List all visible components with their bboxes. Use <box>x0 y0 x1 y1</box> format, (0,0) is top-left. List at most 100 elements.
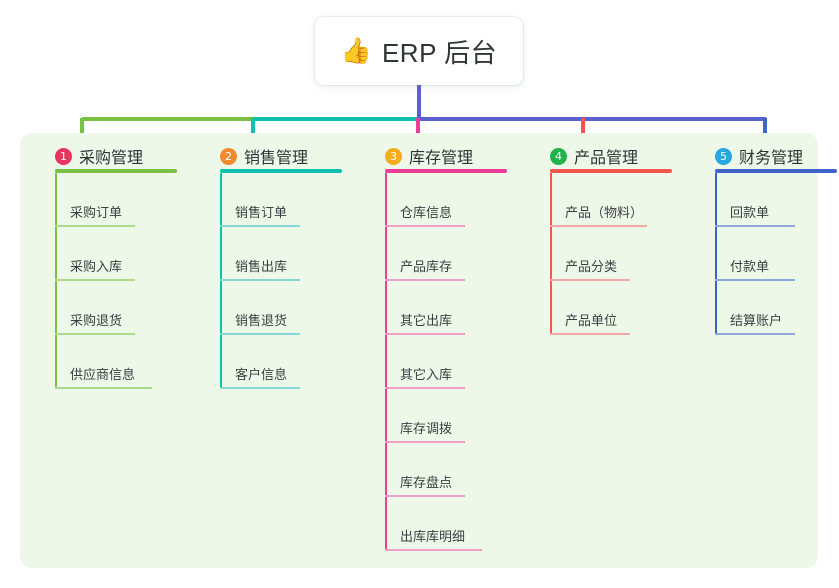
leaf-label: 回款单 <box>730 205 770 221</box>
branch-column-1: 1 采购管理 采购订单 采购入库 采购退货 供应商信 <box>38 133 203 568</box>
leaf-label: 产品（物料） <box>565 205 644 221</box>
branch-badge-3: 3 <box>385 147 402 165</box>
leaf-label: 产品单位 <box>565 313 618 329</box>
leaf-label: 其它入库 <box>400 367 453 383</box>
branch-spine-3 <box>385 173 387 551</box>
leaf-label: 采购订单 <box>70 205 123 221</box>
leaf-label: 产品分类 <box>565 259 618 275</box>
list-item[interactable]: 采购入库 <box>55 227 203 281</box>
leaf-rule <box>385 495 465 497</box>
list-item[interactable]: 客户信息 <box>220 335 368 389</box>
leaf-label: 付款单 <box>730 259 770 275</box>
leaf-rule <box>715 333 795 335</box>
list-item[interactable]: 产品库存 <box>385 227 533 281</box>
branch-title-4: 产品管理 <box>574 150 639 167</box>
leaf-rule <box>220 333 300 335</box>
branch-badge-2: 2 <box>220 147 237 165</box>
branch-badge-1: 1 <box>55 147 72 165</box>
branch-header-3[interactable]: 3 库存管理 <box>368 133 533 169</box>
list-item[interactable]: 销售出库 <box>220 227 368 281</box>
branch-header-2[interactable]: 2 销售管理 <box>203 133 368 169</box>
leaf-rule <box>385 279 465 281</box>
leaf-label: 采购退货 <box>70 313 123 329</box>
branch-spine-4 <box>550 173 552 335</box>
leaf-rule <box>715 279 795 281</box>
branch-column-3: 3 库存管理 仓库信息 产品库存 其它出库 其它入库 <box>368 133 533 568</box>
root-node[interactable]: 👍 ERP 后台 <box>315 17 523 85</box>
leaf-label: 库存调拨 <box>400 421 453 437</box>
list-item[interactable]: 采购退货 <box>55 281 203 335</box>
branch-rule-1 <box>55 169 177 173</box>
list-item[interactable]: 销售订单 <box>220 173 368 227</box>
leaf-rule <box>220 279 300 281</box>
leaf-rule <box>55 333 135 335</box>
list-item[interactable]: 产品分类 <box>550 227 698 281</box>
leaf-label: 客户信息 <box>235 367 288 383</box>
branch-header-4[interactable]: 4 产品管理 <box>533 133 698 169</box>
branch-column-2: 2 销售管理 销售订单 销售出库 销售退货 客户信息 <box>203 133 368 568</box>
branch-column-5: 5 财务管理 回款单 付款单 结算账户 <box>698 133 839 568</box>
leaf-label: 销售退货 <box>235 313 288 329</box>
list-item[interactable]: 库存调拨 <box>385 389 533 443</box>
branch-items-5: 回款单 付款单 结算账户 <box>715 173 839 335</box>
root-node-title: ERP 后台 <box>381 37 498 68</box>
list-item[interactable]: 付款单 <box>715 227 839 281</box>
leaf-rule <box>550 333 630 335</box>
branch-rule-5 <box>715 169 837 173</box>
leaf-rule <box>385 441 465 443</box>
leaf-label: 销售出库 <box>235 259 288 275</box>
leaf-label: 供应商信息 <box>70 367 136 383</box>
leaf-rule <box>550 279 630 281</box>
branch-columns: 1 采购管理 采购订单 采购入库 采购退货 供应商信 <box>20 133 837 568</box>
branch-header-5[interactable]: 5 财务管理 <box>698 133 839 169</box>
branch-spine-1 <box>55 173 57 389</box>
list-item[interactable]: 出库库明细 <box>385 497 533 551</box>
branch-rule-2 <box>220 169 342 173</box>
branch-items-4: 产品（物料） 产品分类 产品单位 <box>550 173 698 335</box>
branch-badge-4: 4 <box>550 147 567 165</box>
leaf-rule <box>220 387 300 389</box>
leaf-rule <box>385 549 482 551</box>
branch-column-4: 4 产品管理 产品（物料） 产品分类 产品单位 <box>533 133 698 568</box>
leaf-rule <box>715 225 795 227</box>
branch-items-3: 仓库信息 产品库存 其它出库 其它入库 库存调拨 <box>385 173 533 551</box>
leaf-rule <box>55 387 152 389</box>
list-item[interactable]: 其它出库 <box>385 281 533 335</box>
leaf-label: 其它出库 <box>400 313 453 329</box>
leaf-label: 销售订单 <box>235 205 288 221</box>
list-item[interactable]: 结算账户 <box>715 281 839 335</box>
branch-title-1: 采购管理 <box>79 150 144 167</box>
list-item[interactable]: 产品单位 <box>550 281 698 335</box>
list-item[interactable]: 库存盘点 <box>385 443 533 497</box>
leaf-label: 产品库存 <box>400 259 453 275</box>
leaf-label: 库存盘点 <box>400 475 453 491</box>
leaf-label: 采购入库 <box>70 259 123 275</box>
leaf-label: 结算账户 <box>730 313 783 329</box>
leaf-label: 仓库信息 <box>400 205 453 221</box>
branch-spine-2 <box>220 173 222 389</box>
branch-rule-3 <box>385 169 507 173</box>
branch-title-3: 库存管理 <box>409 150 474 167</box>
leaf-rule <box>55 225 135 227</box>
branch-title-5: 财务管理 <box>739 150 804 167</box>
branch-items-1: 采购订单 采购入库 采购退货 供应商信息 <box>55 173 203 389</box>
branch-spine-5 <box>715 173 717 335</box>
list-item[interactable]: 回款单 <box>715 173 839 227</box>
list-item[interactable]: 仓库信息 <box>385 173 533 227</box>
thumbs-up-icon: 👍 <box>340 36 372 65</box>
leaf-rule <box>220 225 300 227</box>
list-item[interactable]: 产品（物料） <box>550 173 698 227</box>
branch-items-2: 销售订单 销售出库 销售退货 客户信息 <box>220 173 368 389</box>
branch-title-2: 销售管理 <box>244 150 309 167</box>
list-item[interactable]: 销售退货 <box>220 281 368 335</box>
branch-header-1[interactable]: 1 采购管理 <box>38 133 203 169</box>
list-item[interactable]: 采购订单 <box>55 173 203 227</box>
list-item[interactable]: 供应商信息 <box>55 335 203 389</box>
leaf-rule <box>385 333 465 335</box>
leaf-rule <box>550 225 647 227</box>
leaf-rule <box>55 279 135 281</box>
branch-badge-5: 5 <box>715 147 732 165</box>
leaf-rule <box>385 225 465 227</box>
list-item[interactable]: 其它入库 <box>385 335 533 389</box>
